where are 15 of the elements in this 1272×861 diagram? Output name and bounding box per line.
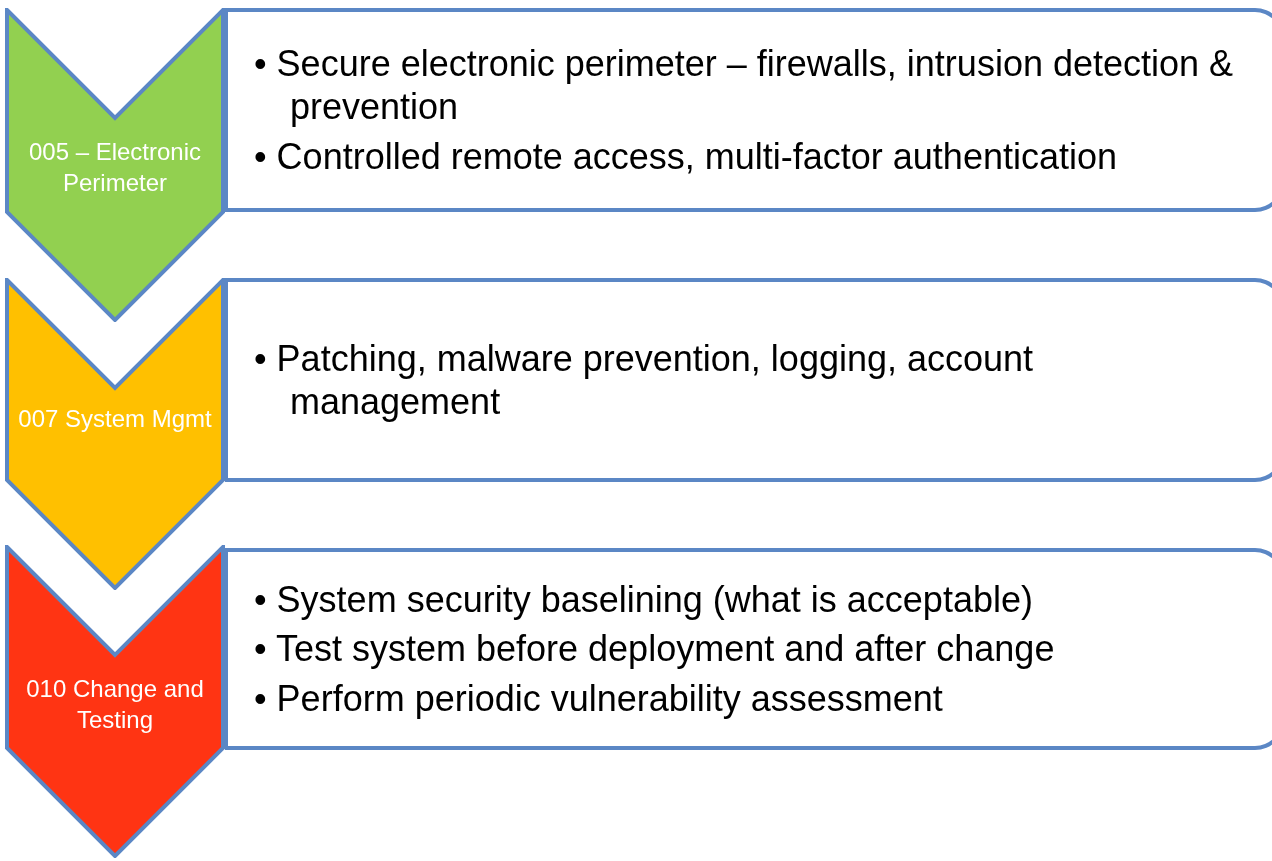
bullet-text: • System security baselining (what is acceptable) [254,578,1034,622]
chevron-shape [5,545,225,858]
stage-label: 005 – Electronic Perimeter [27,137,203,199]
content-box [225,278,1272,482]
chevron-shape [5,278,225,590]
bullet-text: • Patching, malware prevention, logging, account management [254,336,1035,424]
content-box [225,8,1272,212]
stage-label: 010 Change and Testing [25,674,205,736]
bullet-text: • Perform periodic vulnerability assessment [254,676,944,720]
chevron-shape [5,8,225,322]
bullet-text: • Secure electronic perimeter – firewalls, intrusion detection & prevention [254,42,1235,129]
bullet-text: • Controlled remote access, multi-factor authentication [254,134,1118,178]
bullet-text: • Test system before deployment and after change [254,627,1056,671]
content-box [225,548,1272,750]
stage-label: 007 System Mgmt [17,404,213,434]
